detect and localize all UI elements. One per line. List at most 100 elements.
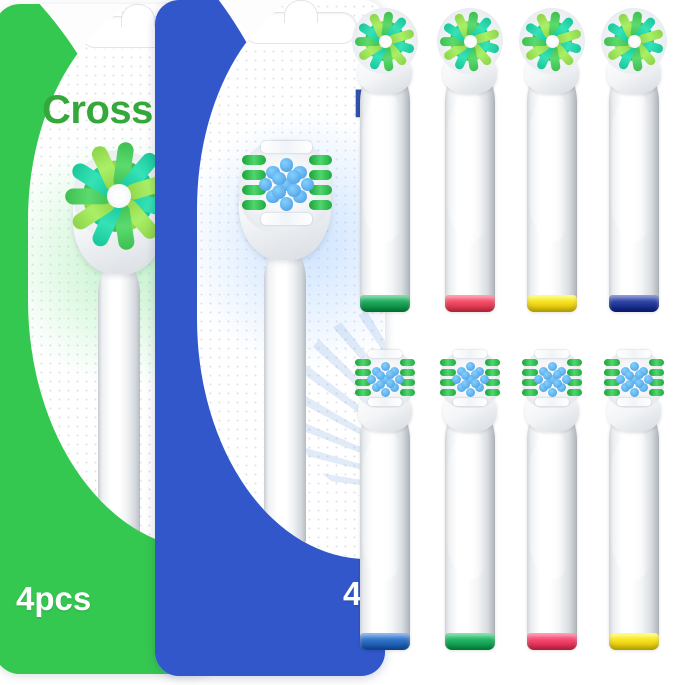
precision-clean-head-1[interactable]: [352, 340, 418, 650]
bristle-row-green: [604, 369, 620, 376]
bristle-tuft-blue: [366, 374, 376, 384]
bristle-tuft-blue: [287, 183, 301, 198]
brush-handle-highlight: [360, 430, 410, 580]
bristle-white-cap: [368, 350, 402, 358]
bristle-row-green: [649, 369, 664, 376]
hero-brush-head-precision-clean: [197, 126, 373, 556]
bristle-tuft-blue: [394, 374, 404, 384]
bristle-row-green: [440, 379, 456, 386]
bristle-tuft-blue: [561, 374, 571, 384]
bristle-tuft-blue: [538, 366, 548, 376]
bristle-center-tuft: [463, 34, 477, 48]
cross-action-head-4[interactable]: [601, 2, 667, 312]
brush-handle-highlight: [527, 430, 577, 580]
bristle-row-green: [400, 359, 415, 366]
precision-clean-head-3[interactable]: [519, 340, 585, 650]
bristle-tuft-blue: [615, 374, 625, 384]
bristle-tuft-blue: [380, 387, 390, 397]
precision-clean-head-4[interactable]: [601, 340, 667, 650]
bristle-tuft-blue: [629, 387, 639, 397]
package-precision-clean[interactable]: Precision 4pcs: [155, 0, 385, 676]
bristle-row-green: [355, 379, 371, 386]
bristle-white-cap: [617, 350, 651, 358]
bristle-tuft-blue: [638, 382, 648, 392]
bristle-tuft-blue: [624, 379, 634, 389]
bristle-row-green: [309, 199, 332, 210]
bristle-row-green: [241, 169, 266, 180]
color-id-ring: [527, 295, 577, 312]
cross-action-head-3[interactable]: [519, 2, 585, 312]
bristle-tuft-blue: [279, 158, 294, 172]
hanger-slot: [243, 0, 357, 44]
bristle-white-cap: [261, 213, 312, 225]
bristle-center-tuft: [378, 34, 392, 48]
bristle-tuft-blue: [460, 379, 470, 389]
color-id-ring: [360, 633, 410, 650]
bristle-tuft-blue: [371, 366, 381, 376]
bristle-row-green: [485, 359, 500, 366]
bristle-field-precision-clean: [437, 348, 503, 410]
bristle-tuft-blue: [385, 378, 395, 388]
bristle-tuft-blue: [552, 378, 562, 388]
bristle-row-green: [485, 389, 500, 396]
hero-brush-head-cross-action: [34, 140, 204, 550]
hero-handle: [264, 246, 306, 546]
bristle-tuft-blue: [380, 374, 390, 384]
bristle-row-green: [241, 184, 266, 195]
bristle-tuft-blue: [456, 366, 466, 376]
bristle-field-precision-clean: [601, 348, 667, 410]
bristle-tuft-blue: [634, 369, 644, 379]
bristle-tuft-blue: [451, 374, 461, 384]
bristle-field-precision-clean: [352, 348, 418, 410]
bristle-row-green: [400, 389, 415, 396]
bristle-center-tuft: [107, 184, 131, 208]
bristle-tuft-blue: [547, 387, 557, 397]
bristle-white-cap: [617, 398, 651, 406]
bristle-row-green: [440, 369, 456, 376]
color-id-ring: [445, 633, 495, 650]
brush-handle-highlight: [527, 92, 577, 242]
bristle-tuft-blue: [552, 369, 562, 379]
brush-handle-highlight: [609, 430, 659, 580]
bristle-row-green: [355, 389, 371, 396]
bristle-tuft-blue: [279, 197, 294, 211]
bristle-field-precision-clean: [519, 348, 585, 410]
bristle-row-green: [241, 154, 266, 165]
bristle-white-cap: [535, 350, 569, 358]
bristle-row-green: [567, 359, 582, 366]
bristle-tuft-blue: [643, 374, 653, 384]
bristle-center-tuft: [545, 34, 559, 48]
bristle-row-green: [309, 154, 332, 165]
color-id-ring: [445, 295, 495, 312]
bristle-tuft-blue: [272, 171, 286, 186]
brush-handle-highlight: [445, 92, 495, 242]
color-id-ring: [609, 633, 659, 650]
bristle-tuft-blue: [547, 374, 557, 384]
quantity-badge-cross: 4pcs: [16, 580, 92, 617]
cross-action-head-1[interactable]: [352, 2, 418, 312]
bristle-white-cap: [535, 398, 569, 406]
hanger-slot-nub: [121, 4, 155, 30]
hero-handle: [98, 260, 140, 550]
bristle-tuft-blue: [533, 374, 543, 384]
hanger-slot-nub: [284, 0, 318, 26]
bristle-field-cross-action: [519, 8, 585, 74]
precision-clean-head-2[interactable]: [437, 340, 503, 650]
bristle-row-green: [604, 389, 620, 396]
bristle-tuft-blue: [287, 170, 301, 184]
bristle-row-green: [400, 369, 415, 376]
bristle-tuft-blue: [634, 378, 644, 388]
hero-bristles-precision-clean: [237, 138, 333, 234]
bristle-field-cross-action: [352, 8, 418, 74]
bristle-row-green: [440, 359, 456, 366]
bristle-tuft-blue: [542, 370, 552, 380]
color-id-ring: [609, 295, 659, 312]
brush-handle-highlight: [609, 92, 659, 242]
bristle-tuft-blue: [389, 382, 399, 392]
cross-action-head-2[interactable]: [437, 2, 503, 312]
bristle-row-green: [485, 379, 500, 386]
bristle-tuft-blue: [542, 379, 552, 389]
brush-handle-highlight: [360, 92, 410, 242]
bristle-field-cross-action: [437, 8, 503, 74]
